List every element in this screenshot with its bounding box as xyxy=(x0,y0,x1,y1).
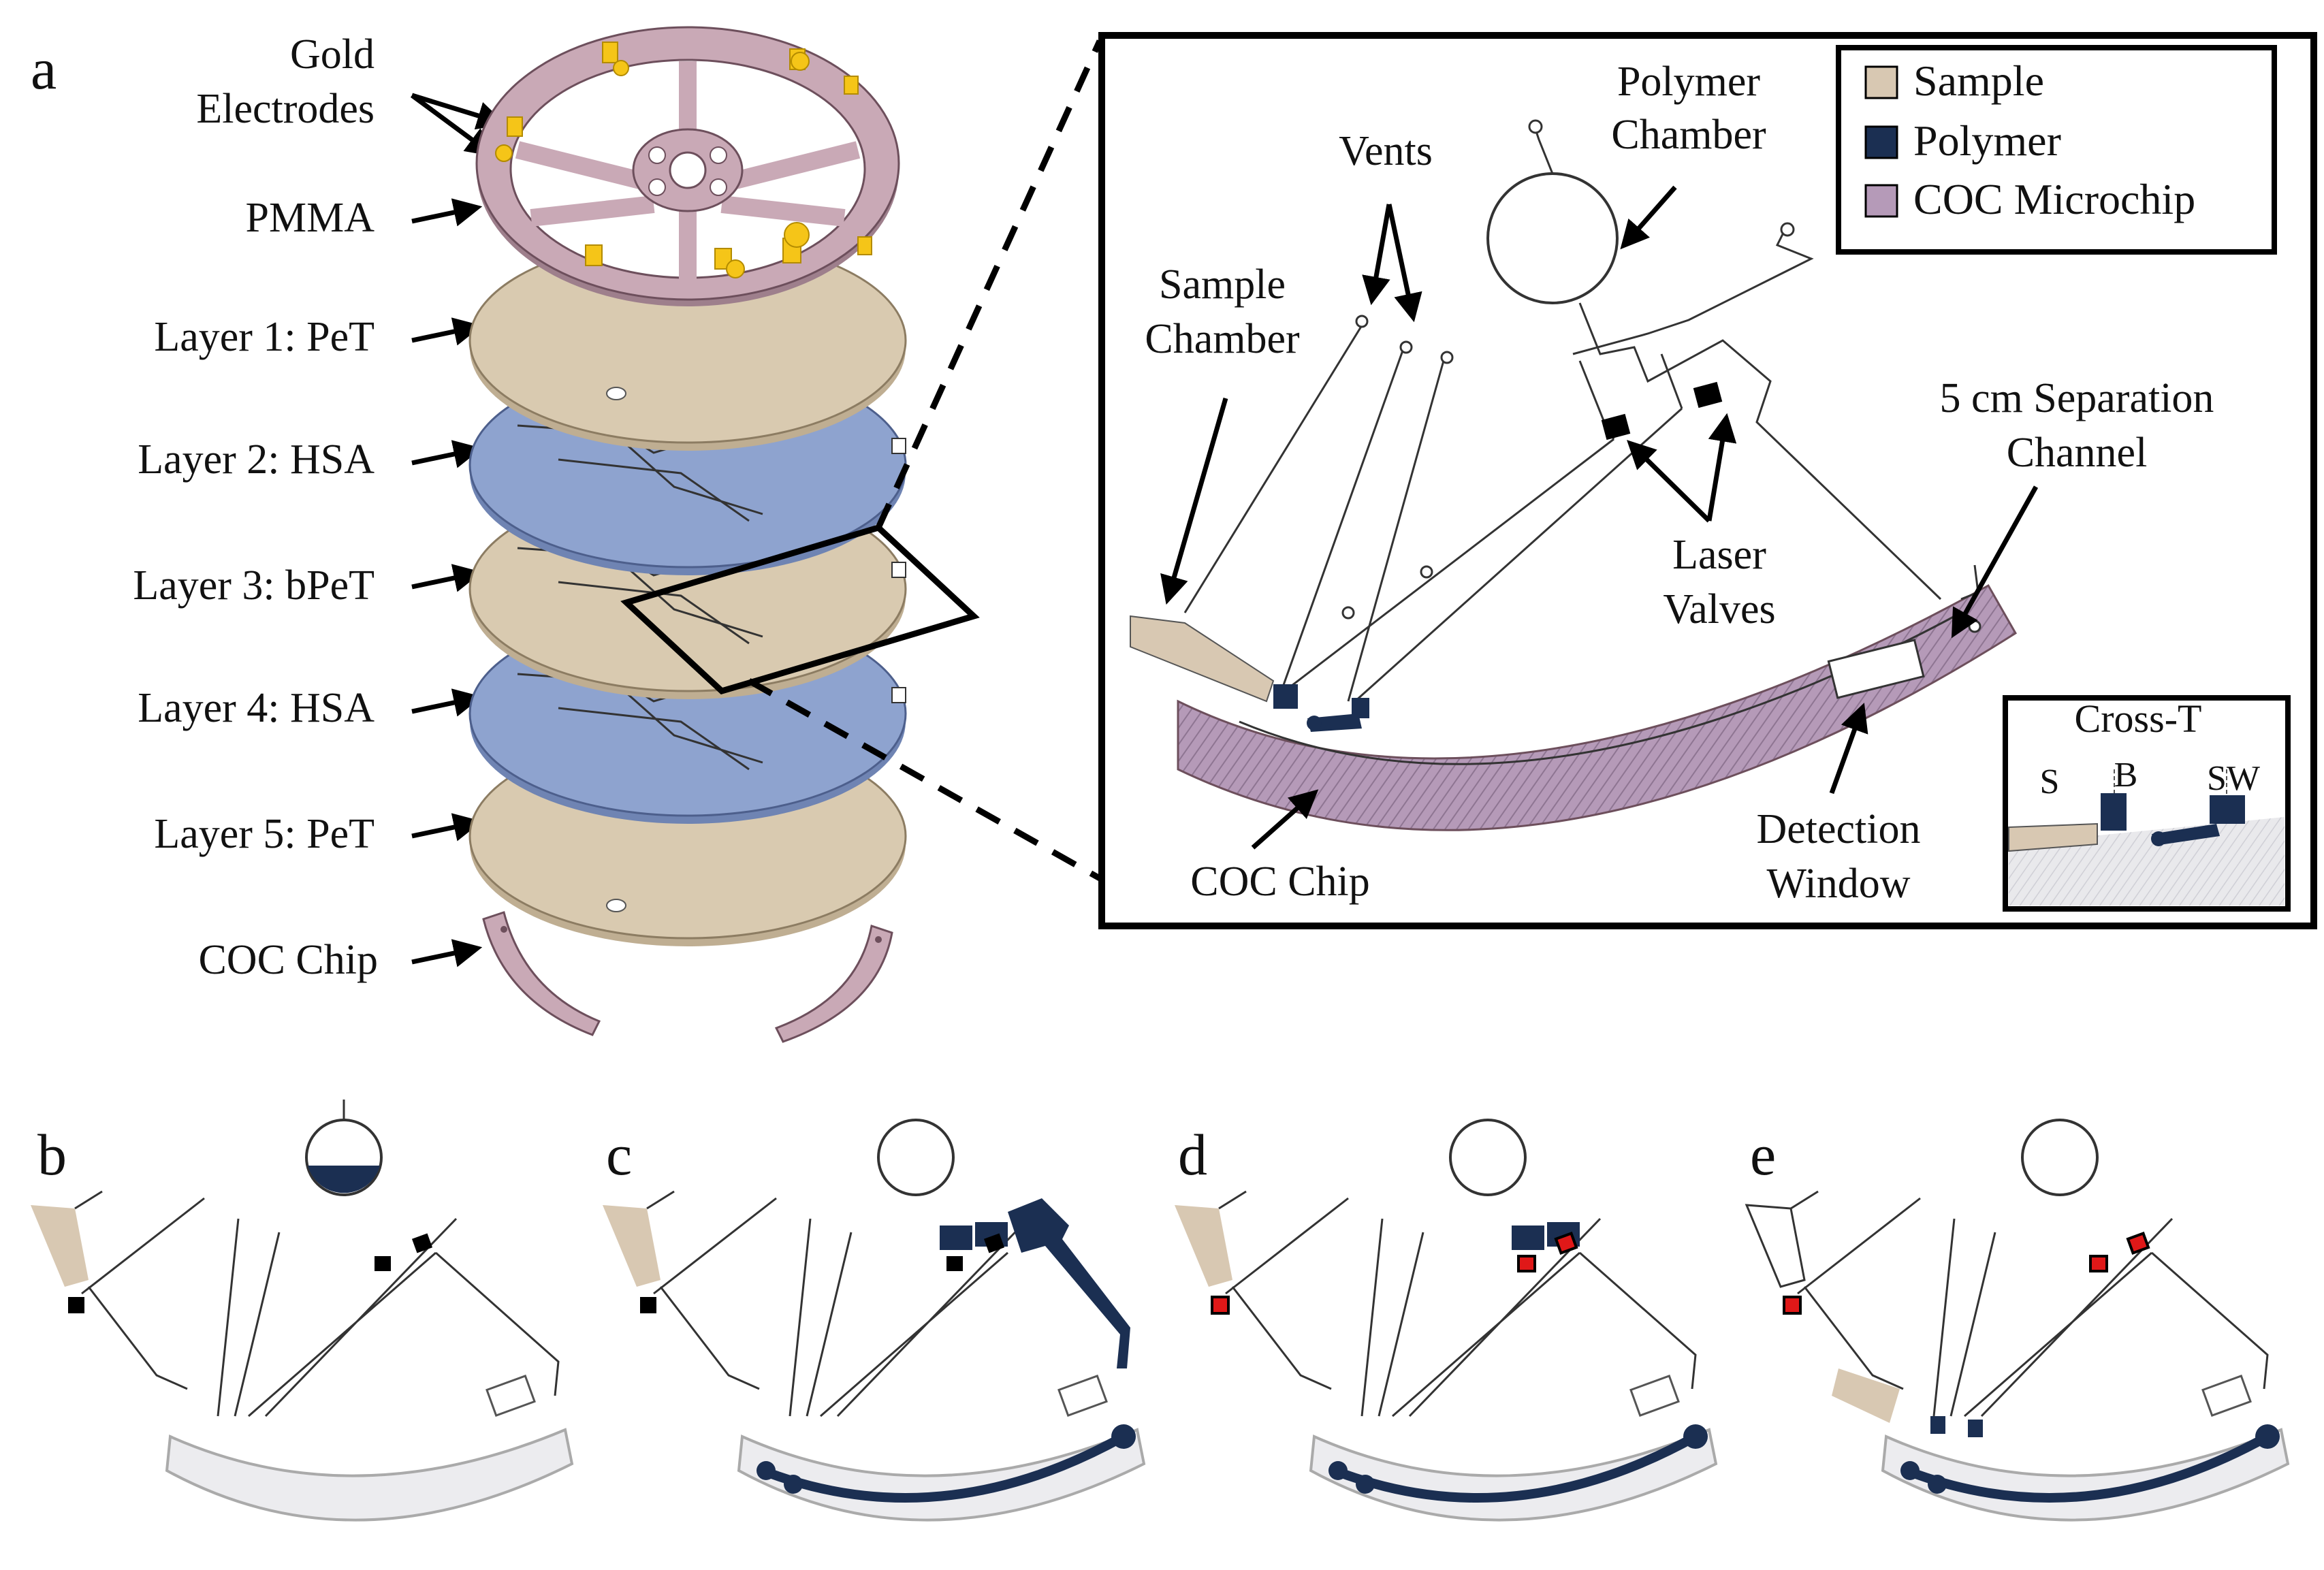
panel-d: d xyxy=(1175,1119,1718,1522)
inset-coc-chip-label: COC Chip xyxy=(1190,859,1370,905)
label-layer5: Layer 5: PeT xyxy=(154,811,375,857)
inset-laser-valves-label-1: Laser xyxy=(1672,532,1766,578)
inset-vents-label: Vents xyxy=(1339,128,1433,174)
inset-sample-chamber-label-2: Chamber xyxy=(1145,316,1300,362)
cross-t-label-b: B xyxy=(2114,756,2138,795)
label-gold-line1: Gold xyxy=(290,31,375,78)
cross-t-inset: Cross-T S B SW xyxy=(2003,695,2291,912)
inset-channels xyxy=(1183,119,1981,732)
inset-detection-window-label-1: Detection xyxy=(1756,806,1920,852)
cross-t-label-sw: SW xyxy=(2207,759,2260,798)
zoom-box xyxy=(620,39,1103,881)
label-layer3: Layer 3: bPeT xyxy=(133,562,375,609)
legend-label-polymer: Polymer xyxy=(1913,116,2061,165)
label-layer2: Layer 2: HSA xyxy=(138,436,375,483)
label-pmma: PMMA xyxy=(245,195,375,241)
gold-electrodes xyxy=(495,42,872,278)
panel-label-d: d xyxy=(1178,1122,1207,1187)
inset-laser-valve-2 xyxy=(1693,381,1723,408)
legend-label-sample: Sample xyxy=(1913,57,2044,105)
inset-detection-window-label-2: Window xyxy=(1766,861,1910,907)
coc-chip-parts xyxy=(482,911,893,1043)
panel-b: b xyxy=(31,1100,574,1522)
inset-detection-window xyxy=(1827,639,1925,699)
layer1-disc xyxy=(468,237,907,451)
panel-e: e xyxy=(1745,1119,2290,1522)
legend-swatch-polymer xyxy=(1864,125,1898,159)
panel-label-b: b xyxy=(37,1122,67,1187)
inset-laser-valve-1 xyxy=(1601,413,1631,440)
legend-label-coc: COC Microchip xyxy=(1913,175,2195,223)
pmma-disc xyxy=(475,26,900,306)
inset-separation-label-1: 5 cm Separation xyxy=(1940,375,2214,421)
panel-c: c xyxy=(603,1119,1146,1522)
label-layer4: Layer 4: HSA xyxy=(138,685,375,731)
inset-separation-label-2: Channel xyxy=(2007,430,2148,476)
cross-t-label-s: S xyxy=(2040,763,2060,801)
label-layer1: Layer 1: PeT xyxy=(154,314,375,360)
label-coc-chip: COC Chip xyxy=(198,937,378,983)
inset-coc-arc xyxy=(1177,583,2018,831)
inset-arrows xyxy=(1160,185,2039,850)
panel-label-a: a xyxy=(31,36,57,101)
inset-polymer-chamber-label-1: Polymer xyxy=(1617,59,1760,105)
inset-sample-chamber-label-1: Sample xyxy=(1159,261,1286,308)
stack-arrows xyxy=(410,93,507,967)
inset-polymer-chamber-label-2: Chamber xyxy=(1611,112,1766,158)
inset-polymer-chamber xyxy=(1486,172,1619,304)
cross-t-title: Cross-T xyxy=(2075,696,2202,741)
label-gold-line2: Electrodes xyxy=(196,86,375,132)
inset-laser-valves-label-2: Valves xyxy=(1663,586,1775,632)
panel-label-c: c xyxy=(606,1122,632,1187)
legend-swatch-coc xyxy=(1864,184,1898,218)
inset-panel: Polymer Chamber Vents Sample Chamber 5 c… xyxy=(1098,32,2317,929)
legend: Sample Polymer COC Microchip xyxy=(1836,45,2277,255)
panel-label-e: e xyxy=(1750,1122,1776,1187)
legend-swatch-sample xyxy=(1864,65,1898,99)
